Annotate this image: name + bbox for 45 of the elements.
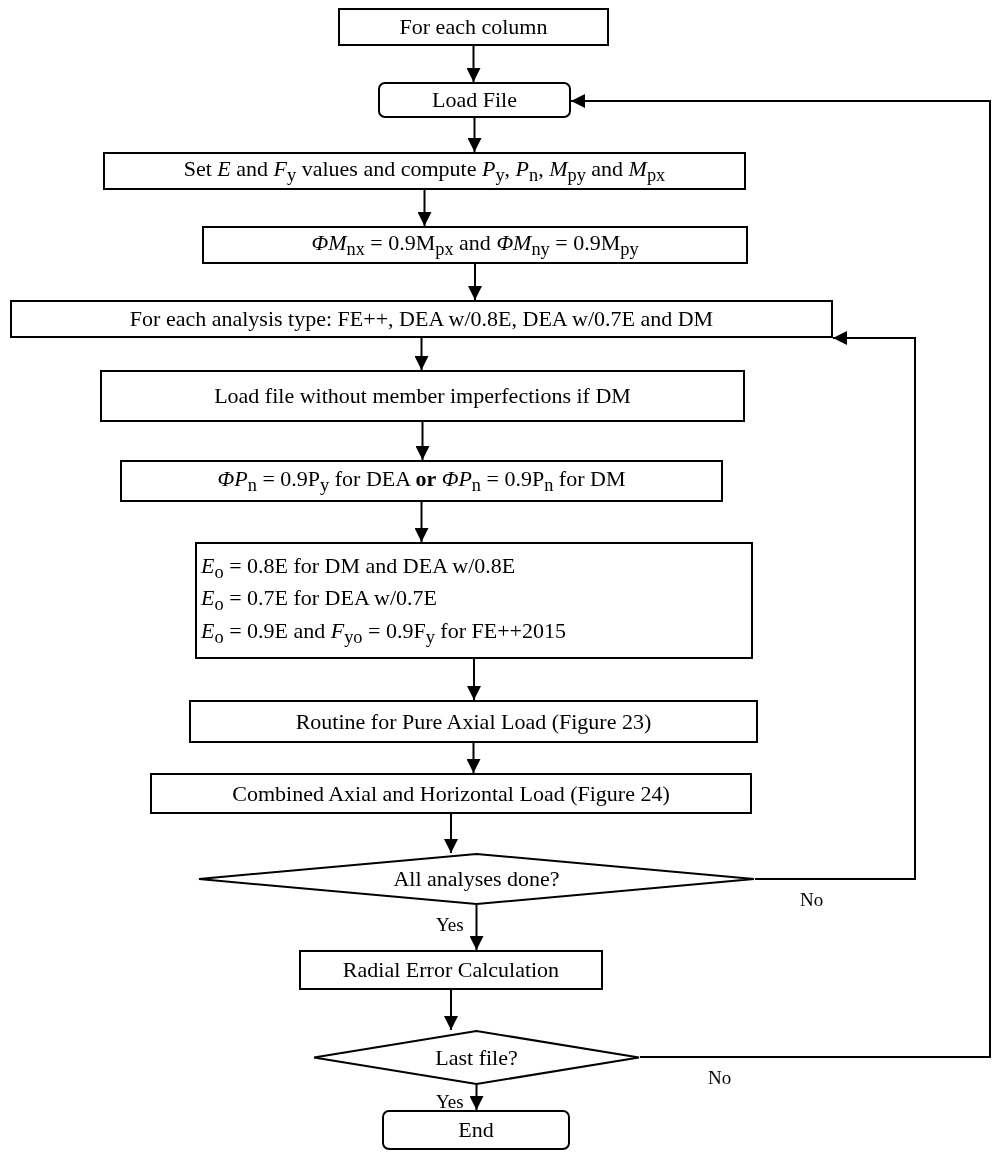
node-text: Load file without member imperfections if DM <box>214 382 631 410</box>
process-box <box>299 950 603 990</box>
arrow <box>570 94 991 1058</box>
decision-diamond <box>198 853 755 905</box>
arrow <box>417 189 432 227</box>
node-text: Set E and F$_{y}$ values and compute P$_{y}$, P$_{n}$, M$_{py}$ and M$_{px}$ <box>183 154 666 188</box>
node-text: End <box>458 1116 494 1144</box>
process-box <box>10 300 833 338</box>
node-text: ΦP$_{n}$ = 0.9P$_{y}$ for DEA or ΦP$_{n}$ = 0.9P$_{n}$ for DM <box>217 464 626 498</box>
node-text: For each analysis type: FE++, DEA w/0.8E, DEA w/0.7E and DM <box>129 305 714 333</box>
node-text: All analyses done? <box>393 865 560 893</box>
process-box <box>195 542 753 659</box>
arrow <box>466 45 481 83</box>
node-text: E$_{o}$ = 0.7E for DEA w/0.7E <box>201 584 438 617</box>
arrow <box>469 1084 484 1111</box>
arrow <box>467 658 481 701</box>
process-box <box>120 460 723 502</box>
node-text: E$_{o}$ = 0.8E for DM and DEA w/0.8E <box>201 552 516 585</box>
process-box <box>202 226 748 264</box>
arrow <box>469 904 484 951</box>
node-text: ΦM$_{nx}$ = 0.9M$_{px}$ and ΦM$_{ny}$ = 0.9M$_{py}$ <box>311 228 639 262</box>
node-text: E$_{o}$ = 0.9E and F$_{yo}$ = 0.9F$_{y}$ for FE++2015 <box>201 616 566 649</box>
decision-diamond <box>313 1030 640 1085</box>
node-text: Radial Error Calculation <box>342 956 560 984</box>
arrow <box>415 421 430 461</box>
node-text: Last file? <box>435 1043 518 1072</box>
process-box <box>103 152 746 190</box>
node-text: Combined Axial and Horizontal Load (Figure 24) <box>232 779 670 808</box>
node-text: For each column <box>399 13 548 41</box>
node-text: Routine for Pure Axial Load (Figure 23) <box>295 707 652 736</box>
process-box <box>338 8 609 46</box>
arrow <box>466 742 481 774</box>
arrow <box>754 331 916 880</box>
process-box <box>100 370 745 422</box>
arrow <box>444 989 458 1031</box>
process-box <box>189 700 758 743</box>
terminal-box <box>378 82 571 118</box>
arrow <box>414 501 429 543</box>
process-box <box>150 773 752 814</box>
arrow <box>414 337 429 371</box>
arrow <box>444 813 458 854</box>
node-text: Load File <box>432 86 517 114</box>
arrow <box>467 117 482 153</box>
arrow <box>468 263 482 301</box>
terminal-box <box>382 1110 570 1150</box>
